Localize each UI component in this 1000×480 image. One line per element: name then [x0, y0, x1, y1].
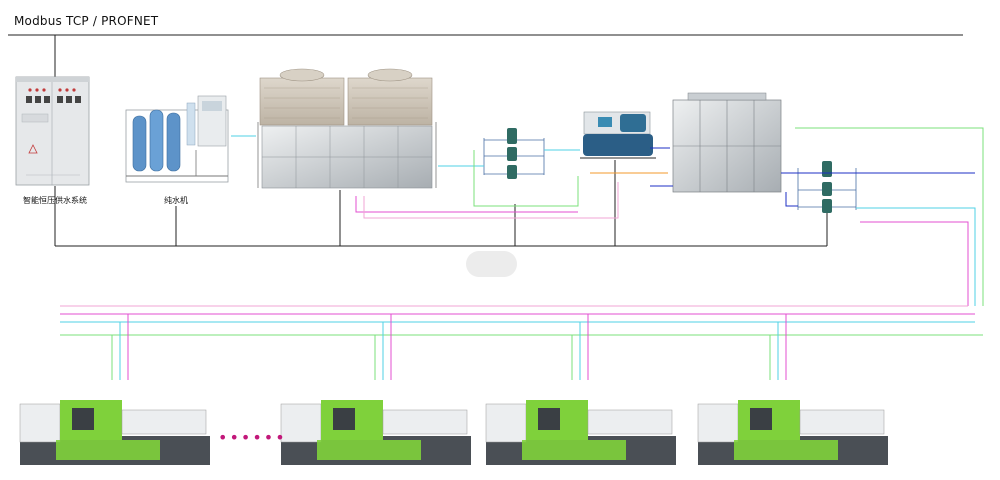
chiller [580, 111, 656, 159]
molding-machine-2 [280, 400, 471, 465]
pump-station-2 [797, 161, 857, 213]
gateway-node [466, 251, 517, 277]
more-machines-ellipsis: •••••• [218, 428, 287, 447]
cooling-towers [259, 68, 433, 126]
main-water-tank [672, 92, 782, 193]
network-protocol-label: Modbus TCP / PROFNET [14, 14, 159, 28]
pump-station-1 [483, 128, 545, 179]
cooling-water-tank [257, 122, 437, 189]
molding-machine-4 [697, 400, 888, 465]
water-purifier-label: 纯水机 [164, 195, 188, 205]
network-bus [8, 34, 963, 247]
water-purifier [125, 95, 229, 183]
pipe-network-upper [231, 127, 984, 306]
molding-machine-1 [19, 400, 210, 465]
molding-machine-3 [485, 400, 676, 465]
pipe-network-lower [60, 305, 983, 380]
control-cabinet [15, 76, 90, 186]
control-cabinet-label: 智能恒压供水系统 [23, 195, 87, 205]
